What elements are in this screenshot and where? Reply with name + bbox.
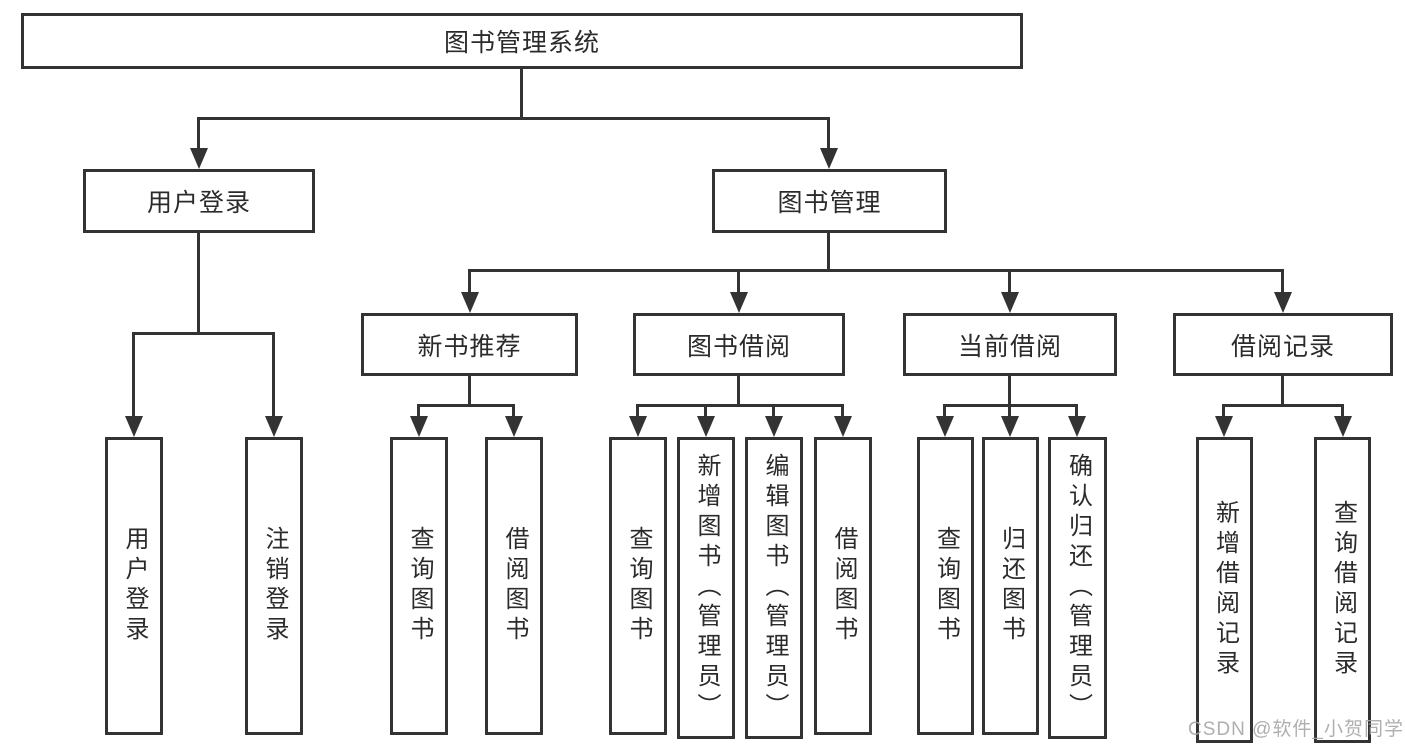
- arrow-to-leaf5: [629, 416, 647, 437]
- connector-new-books-stem: [468, 376, 471, 407]
- arrow-to-new-books: [461, 292, 479, 313]
- node-label: 新增借阅记录: [1211, 500, 1239, 680]
- connector-current-stem: [1008, 376, 1011, 407]
- connector-records-stem: [1281, 376, 1284, 407]
- node-label: 新书推荐: [417, 332, 522, 361]
- arrow-to-leaf11: [1068, 416, 1086, 437]
- node-library-management-system: 图书管理系统: [21, 13, 1023, 69]
- arrow-to-leaf4: [505, 416, 523, 437]
- arrow-to-user-login: [190, 148, 208, 169]
- connector-drop-new-books: [468, 269, 471, 295]
- node-user-login: 用户登录: [83, 169, 315, 233]
- arrow-to-leaf6: [697, 416, 715, 437]
- node-label: 借阅图书: [830, 526, 857, 646]
- node-book-borrow: 图书借阅: [633, 313, 845, 376]
- connector-drop-leaf5: [636, 404, 639, 418]
- csdn-watermark: CSDN @软件_小贺同学: [1188, 719, 1404, 740]
- node-leaf-add-book-admin: 新增图书（管理员）: [677, 437, 735, 739]
- arrow-to-leaf8: [834, 416, 852, 437]
- node-new-book-recommend: 新书推荐: [361, 313, 578, 376]
- connector-records-crossbar: [1222, 404, 1343, 407]
- arrow-to-leaf7: [765, 416, 783, 437]
- node-label: 查询图书: [406, 526, 433, 646]
- connector-drop-leaf13: [1341, 404, 1344, 418]
- node-leaf-borrow-books-recommend: 借阅图书: [485, 437, 543, 735]
- arrow-to-leaf3: [410, 416, 428, 437]
- arrow-to-leaf10: [1001, 416, 1019, 437]
- connector-book-mgmt-stem: [827, 233, 830, 272]
- connector-drop-leaf12: [1222, 404, 1225, 418]
- connector-drop-leaf11: [1075, 404, 1078, 418]
- connector-user-login-crossbar: [132, 332, 274, 335]
- node-label: 图书借阅: [686, 332, 791, 361]
- node-label: 图书管理: [777, 189, 882, 217]
- node-label: 注销登录: [261, 526, 288, 646]
- connector-drop-book-mgmt: [827, 117, 830, 151]
- connector-drop-leaf10: [1008, 404, 1011, 418]
- node-label: 查询图书: [625, 526, 652, 646]
- connector-book-mgmt-crossbar: [468, 269, 1283, 272]
- node-leaf-query-books-recommend: 查询图书: [390, 437, 448, 735]
- connector-drop-leaf6: [704, 404, 707, 418]
- node-label: 确认归还（管理员）: [1064, 453, 1092, 723]
- node-leaf-edit-book-admin: 编辑图书（管理员）: [745, 437, 803, 739]
- node-label: 借阅记录: [1230, 332, 1335, 361]
- node-label: 用户登录: [121, 526, 148, 646]
- node-leaf-add-borrow-record: 新增借阅记录: [1196, 437, 1253, 743]
- node-current-borrow: 当前借阅: [903, 313, 1117, 376]
- connector-drop-borrow: [737, 269, 740, 295]
- node-leaf-query-borrow-record: 查询借阅记录: [1314, 437, 1371, 743]
- connector-user-login-stem: [197, 233, 200, 335]
- connector-drop-records: [1281, 269, 1284, 295]
- arrow-to-records: [1274, 292, 1292, 313]
- node-label: 借阅图书: [501, 526, 528, 646]
- arrow-to-leaf1: [125, 416, 143, 437]
- node-borrow-records: 借阅记录: [1173, 313, 1393, 376]
- arrow-to-leaf9: [936, 416, 954, 437]
- node-label: 当前借阅: [957, 332, 1062, 361]
- connector-drop-leaf8: [841, 404, 844, 418]
- node-leaf-user-login: 用户登录: [105, 437, 163, 735]
- node-label: 查询借阅记录: [1329, 500, 1357, 680]
- connector-drop-current: [1008, 269, 1011, 295]
- node-label: 查询图书: [932, 526, 960, 646]
- arrow-to-book-mgmt: [820, 148, 838, 169]
- connector-drop-leaf2: [272, 332, 275, 418]
- node-leaf-confirm-return-admin: 确认归还（管理员）: [1048, 437, 1107, 739]
- node-leaf-return-book: 归还图书: [982, 437, 1039, 735]
- connector-drop-leaf9: [943, 404, 946, 418]
- node-leaf-logout: 注销登录: [245, 437, 303, 735]
- node-label: 图书管理系统: [443, 29, 600, 57]
- arrow-to-leaf13: [1334, 416, 1352, 437]
- node-leaf-query-books-current: 查询图书: [917, 437, 974, 735]
- node-label: 编辑图书（管理员）: [761, 453, 788, 723]
- connector-borrow-stem: [737, 376, 740, 407]
- connector-drop-leaf7: [772, 404, 775, 418]
- node-leaf-query-books-borrow: 查询图书: [609, 437, 667, 735]
- node-book-management: 图书管理: [712, 169, 947, 233]
- connector-root-stem: [520, 69, 523, 120]
- connector-drop-leaf4: [512, 404, 515, 418]
- arrow-to-current: [1001, 292, 1019, 313]
- connector-drop-user-login: [197, 117, 200, 151]
- connector-drop-leaf1: [132, 332, 135, 418]
- arrow-to-leaf2: [265, 416, 283, 437]
- node-label: 归还图书: [997, 526, 1025, 646]
- connector-borrow-crossbar: [636, 404, 843, 407]
- arrow-to-leaf12: [1215, 416, 1233, 437]
- connector-new-books-crossbar: [417, 404, 514, 407]
- node-leaf-borrow-books: 借阅图书: [814, 437, 872, 735]
- node-label: 新增图书（管理员）: [693, 453, 720, 723]
- connector-drop-leaf3: [417, 404, 420, 418]
- node-label: 用户登录: [146, 189, 251, 217]
- connector-root-crossbar: [197, 117, 829, 120]
- arrow-to-borrow: [730, 292, 748, 313]
